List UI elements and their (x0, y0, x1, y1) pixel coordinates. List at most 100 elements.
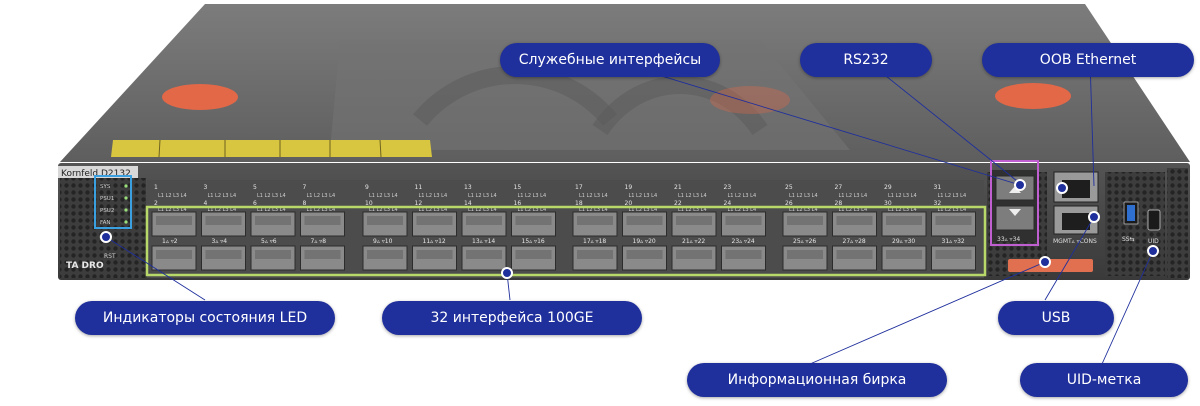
lane-label: L1 L2 L3 L4 (938, 207, 967, 213)
port-cage (466, 250, 502, 259)
usb-label: SS⇆ (1122, 236, 1135, 243)
port-pair-label: 13▵ ▿14 (472, 238, 495, 245)
lane-label: L1 L2 L3 L4 (629, 193, 658, 199)
reset-label: RST (104, 253, 116, 260)
port-number-top: 1 (154, 184, 158, 191)
port-number-top: 27 (835, 184, 843, 191)
callout-led-indicators: Индикаторы состояния LED (75, 301, 335, 335)
port-pair-label: 15▵ ▿16 (522, 238, 545, 245)
port-number-top: 11 (415, 184, 423, 191)
lane-label: L1 L2 L3 L4 (369, 207, 398, 213)
uid-button[interactable] (1147, 209, 1161, 231)
port-pair-label: 31▵ ▿32 (942, 238, 965, 245)
anchor-dot (100, 231, 112, 243)
port-cage (515, 216, 552, 225)
vent-right (1167, 168, 1188, 278)
lane-label: L1 L2 L3 L4 (579, 207, 608, 213)
port-cage (416, 216, 453, 225)
port-cage (787, 216, 823, 225)
port-cage (466, 216, 502, 225)
lane-label: L1 L2 L3 L4 (579, 193, 608, 199)
port-number-top: 9 (365, 184, 369, 191)
model-label: Kornfeld D2132 (61, 169, 131, 179)
callout-usb: USB (998, 301, 1114, 335)
port-pair-label: 19▵ ▿20 (633, 238, 656, 245)
rubber-foot (162, 84, 238, 110)
port-number-top: 31 (934, 184, 942, 191)
port-number-bottom: 4 (204, 200, 208, 207)
lane-label: L1 L2 L3 L4 (678, 193, 707, 199)
lane-label: L1 L2 L3 L4 (839, 193, 868, 199)
port-number-top: 5 (253, 184, 257, 191)
anchor-dot (1056, 182, 1068, 194)
port-cage (935, 216, 972, 225)
port-number-bottom: 2 (154, 200, 158, 207)
status-led-icon (124, 196, 128, 200)
port-cage (626, 250, 663, 259)
port-number-bottom: 28 (835, 200, 843, 207)
port-number-bottom: 16 (514, 200, 522, 207)
port-cage (836, 250, 873, 259)
status-led-icon (124, 184, 128, 188)
port-pair-label: 9▵ ▿10 (373, 238, 393, 245)
lane-label: L1 L2 L3 L4 (307, 207, 336, 213)
port-cage (886, 216, 922, 225)
port-cage (304, 216, 341, 225)
port-number-bottom: 30 (884, 200, 892, 207)
port-cage (676, 250, 712, 259)
port-cage (626, 216, 663, 225)
anchor-dot (1088, 211, 1100, 223)
lane-label: L1 L2 L3 L4 (629, 207, 658, 213)
port-number-top: 23 (724, 184, 732, 191)
anchor-dot (501, 267, 513, 279)
warning-sticker (111, 140, 432, 157)
lane-label: L1 L2 L3 L4 (208, 207, 237, 213)
port-number-bottom: 12 (415, 200, 423, 207)
port-cage (367, 216, 403, 225)
port-pair-label: 21▵ ▿22 (682, 238, 705, 245)
lane-label: L1 L2 L3 L4 (728, 193, 757, 199)
port-cage (205, 250, 242, 259)
port-number-top: 13 (464, 184, 472, 191)
port-pair-label: 23▵ ▿24 (732, 238, 755, 245)
lane-label: L1 L2 L3 L4 (678, 207, 707, 213)
status-led-label: PSU2 (100, 208, 114, 214)
port-cage (367, 250, 403, 259)
lane-label: L1 L2 L3 L4 (518, 207, 547, 213)
port-number-bottom: 32 (934, 200, 942, 207)
anchor-dot (1147, 245, 1159, 257)
status-led-label: FAN (100, 220, 111, 226)
port-number-top: 19 (625, 184, 633, 191)
port-cage (676, 216, 712, 225)
port-cage (577, 250, 613, 259)
port-cage (935, 250, 972, 259)
port-cage (787, 250, 823, 259)
lane-label: L1 L2 L3 L4 (468, 193, 497, 199)
lane-label: L1 L2 L3 L4 (257, 207, 286, 213)
port-number-top: 3 (204, 184, 208, 191)
port-cage (577, 216, 613, 225)
port-pair-label: 1▵ ▿2 (162, 238, 178, 245)
port-number-bottom: 26 (785, 200, 793, 207)
port-cage (725, 250, 762, 259)
lane-label: L1 L2 L3 L4 (518, 193, 547, 199)
port-number-top: 7 (303, 184, 307, 191)
port-number-top: 29 (884, 184, 892, 191)
port-cage (156, 216, 192, 225)
port-number-top: 21 (674, 184, 682, 191)
status-led-label: PSU1 (100, 196, 114, 202)
port-pair-label: 11▵ ▿12 (423, 238, 446, 245)
uid-label: UID (1148, 238, 1159, 245)
lane-label: L1 L2 L3 L4 (468, 207, 497, 213)
anchor-dot (1039, 256, 1051, 268)
lane-label: L1 L2 L3 L4 (419, 193, 448, 199)
lane-label: L1 L2 L3 L4 (789, 207, 818, 213)
port-pair-label: 7▵ ▿8 (311, 238, 327, 245)
lane-label: L1 L2 L3 L4 (419, 207, 448, 213)
callout-service-interfaces: Служебные интерфейсы (500, 43, 720, 77)
port-pair-label: 29▵ ▿30 (892, 238, 915, 245)
ports-highlight (145, 205, 987, 277)
port-number-top: 15 (514, 184, 522, 191)
callout-100ge-ports: 32 интерфейса 100GE (382, 301, 642, 335)
